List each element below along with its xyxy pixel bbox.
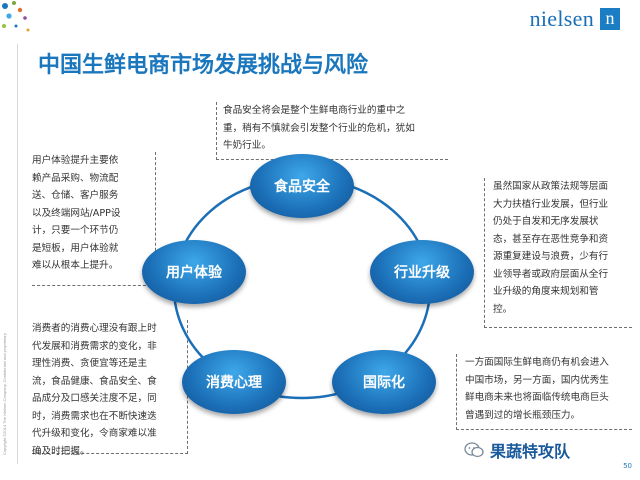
note-line: 大力扶植行业发展，但行业 — [493, 198, 609, 210]
node-internationalization: 国际化 — [332, 350, 436, 414]
note-line: 曾遇到过的增长瓶颈压力。 — [465, 409, 581, 421]
wechat-watermark: 果蔬特攻队 — [464, 438, 570, 462]
note-line: 业升级的角度来规划和管 — [493, 286, 599, 297]
note-line: 确及时把握。 — [32, 445, 90, 457]
logo-mark: n — [600, 8, 620, 30]
note-line: 业领导者或政府层面从全行 — [493, 268, 609, 280]
decorative-dots — [2, 1, 30, 32]
note-line: 流，食品健康、食品安全、食 — [32, 375, 157, 387]
copyright-note: Copyright ©2014 The Nielsen Company. Con… — [2, 332, 7, 455]
note-line: 食品安全将会是整个生鲜电商行业的重中之 — [223, 105, 406, 116]
note-line: 赖产品采购、物流配 — [32, 172, 119, 184]
node-consumer-psychology: 消费心理 — [182, 350, 286, 414]
note-line: 仍处于自发和无序发展状 — [493, 216, 599, 227]
note-line: 是短板，用户体验就 — [32, 242, 119, 254]
node-industry-upgrade: 行业升级 — [370, 240, 474, 304]
wechat-icon — [464, 442, 484, 458]
left-divider — [17, 44, 18, 464]
note-line: 一方面国际生鲜电商仍有机会进入 — [465, 357, 609, 368]
node-food-safety: 食品安全 — [250, 154, 354, 218]
note-industry-upgrade: 虽然国家从政策法规等层面 大力扶植行业发展，但行业 仍处于自发和无序发展状 态，… — [484, 178, 632, 328]
note-line: 送、仓储、客户服务 — [32, 190, 119, 201]
note-line: 用户体验提升主要依 — [32, 155, 119, 166]
note-line: 以及终端网站/APP设 — [32, 207, 121, 219]
node-user-experience: 用户体验 — [142, 240, 246, 304]
nielsen-logo: nielsen n — [530, 6, 620, 32]
note-line: 中国市场，另一方面，国内优秀生 — [465, 374, 609, 386]
note-line: 牛奶行业。 — [223, 140, 271, 151]
note-line: 代升级和变化，令商家难以准 — [32, 428, 157, 439]
note-line: 时，消费需求也在不断快速迭 — [32, 410, 157, 422]
note-line: 控。 — [493, 303, 513, 315]
note-line: 理性消费、贪便宜等还是主 — [32, 358, 148, 369]
note-line: 态，甚至存在恶性竞争和资 — [493, 233, 609, 245]
cycle-diagram: 食品安全 行业升级 国际化 消费心理 用户体验 — [120, 150, 480, 420]
note-line: 难以从根本上提升。 — [32, 260, 119, 271]
note-line: 计，只要一个环节仍 — [32, 225, 119, 236]
note-line: 源重复建设与浪费，少有行 — [493, 251, 609, 262]
note-internationalization: 一方面国际生鲜电商仍有机会进入 中国市场，另一方面，国内优秀生 鲜电商未来也将面… — [456, 354, 632, 430]
note-line: 重，稍有不慎就会引发整个行业的危机，犹如 — [223, 122, 415, 134]
note-line: 鲜电商未来也将面临传统电商巨头 — [465, 392, 609, 403]
note-line: 消费者的消费心理没有跟上时 — [32, 323, 157, 334]
watermark-text: 果蔬特攻队 — [489, 442, 570, 461]
note-line: 品成分及口感关注度不足，同 — [32, 393, 157, 404]
note-user-experience: 用户体验提升主要依 赖产品采购、物流配 送、仓储、客户服务 以及终端网站/APP… — [32, 152, 156, 286]
note-line: 代发展和消费需求的变化，非 — [32, 340, 157, 352]
logo-word: nielsen — [529, 6, 594, 31]
note-line: 虽然国家从政策法规等层面 — [493, 181, 609, 192]
page-number: 50 — [623, 462, 632, 470]
page-title: 中国生鲜电商市场发展挑战与风险 — [38, 53, 369, 78]
